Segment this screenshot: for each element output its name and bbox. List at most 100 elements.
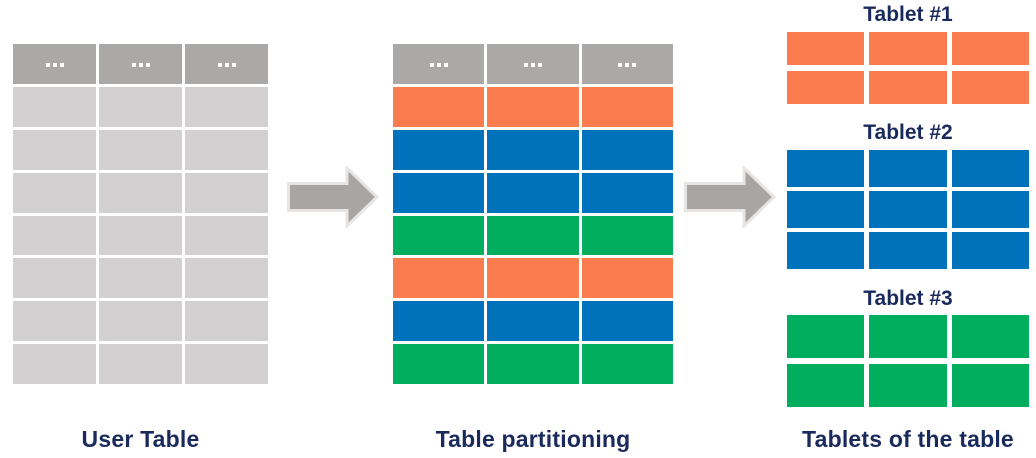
- ellipsis-dot: [138, 63, 143, 68]
- table-cell: [13, 301, 96, 342]
- tablet-cell: [787, 315, 865, 358]
- table-cell: [99, 129, 182, 170]
- ellipsis-dot: [145, 63, 150, 68]
- ellipsis-dot: [217, 63, 222, 68]
- tablet-table: [787, 150, 1029, 269]
- user-table-caption: User Table: [81, 426, 200, 452]
- tablet-cell: [787, 232, 865, 269]
- table-cell: [393, 344, 485, 384]
- ellipsis-icon: [217, 63, 236, 68]
- table-cell: [581, 301, 673, 342]
- table-cell: [185, 258, 268, 299]
- ellipsis-dot: [618, 63, 623, 68]
- tablet-title: Tablet #3: [863, 287, 953, 310]
- ellipsis-icon: [618, 63, 637, 68]
- ellipsis-dot: [443, 63, 448, 68]
- table-cell: [99, 344, 182, 384]
- table-cell: [185, 215, 268, 256]
- table-cell: [393, 301, 485, 342]
- ellipsis-dot: [625, 63, 630, 68]
- header-cell: [13, 44, 96, 84]
- tablet-cell: [787, 32, 865, 65]
- table-cell: [185, 129, 268, 170]
- ellipsis-dot: [52, 63, 57, 68]
- header-cell: [393, 44, 485, 84]
- table-cell: [581, 172, 673, 213]
- tablets-caption: Tablets of the table: [802, 426, 1014, 452]
- table-cell: [185, 86, 268, 127]
- table-cell: [487, 86, 579, 127]
- table-cell: [185, 172, 268, 213]
- table-cell: [487, 301, 579, 342]
- table-cell: [581, 258, 673, 299]
- user-table: [13, 44, 268, 384]
- ellipsis-icon: [131, 63, 150, 68]
- table-cell: [13, 172, 96, 213]
- tablet-cell: [869, 150, 947, 187]
- tablet-cell: [951, 315, 1029, 358]
- table-cell: [487, 344, 579, 384]
- table-cell: [581, 129, 673, 170]
- table-cell: [393, 215, 485, 256]
- ellipsis-dot: [530, 63, 535, 68]
- header-cell: [99, 44, 182, 84]
- right-arrow-icon: [287, 166, 379, 228]
- table-cell: [13, 215, 96, 256]
- table-cell: [581, 344, 673, 384]
- tablet-title: Tablet #1: [863, 3, 953, 26]
- table-cell: [99, 258, 182, 299]
- tablet-cell: [787, 191, 865, 228]
- tablet-cell: [951, 364, 1029, 407]
- partitioned-table-caption: Table partitioning: [435, 426, 631, 452]
- table-cell: [393, 129, 485, 170]
- ellipsis-dot: [45, 63, 50, 68]
- ellipsis-dot: [59, 63, 64, 68]
- tablet-cell: [787, 150, 865, 187]
- ellipsis-icon: [523, 63, 542, 68]
- table-cell: [185, 301, 268, 342]
- table-cell: [13, 129, 96, 170]
- table-cell: [99, 301, 182, 342]
- table-cell: [13, 344, 96, 384]
- table-cell: [393, 258, 485, 299]
- table-cell: [487, 129, 579, 170]
- table-cell: [13, 258, 96, 299]
- ellipsis-dot: [436, 63, 441, 68]
- ellipsis-dot: [537, 63, 542, 68]
- ellipsis-dot: [131, 63, 136, 68]
- partitioned-table: [393, 44, 673, 384]
- header-cell: [487, 44, 579, 84]
- table-cell: [581, 215, 673, 256]
- table-cell: [581, 86, 673, 127]
- table-cell: [99, 86, 182, 127]
- right-arrow-icon: [684, 166, 776, 228]
- ellipsis-icon: [429, 63, 448, 68]
- tablet-cell: [951, 191, 1029, 228]
- ellipsis-dot: [429, 63, 434, 68]
- ellipsis-dot: [632, 63, 637, 68]
- tablet-cell: [869, 191, 947, 228]
- tablets-group: Tablet #1 Tablet #2 Tablet #3: [787, 0, 1029, 458]
- table-cell: [487, 258, 579, 299]
- table-cell: [487, 172, 579, 213]
- tablet-title: Tablet #2: [863, 121, 953, 144]
- header-cell: [185, 44, 268, 84]
- table-cell: [185, 344, 268, 384]
- ellipsis-dot: [523, 63, 528, 68]
- table-cell: [487, 215, 579, 256]
- tablet-table: [787, 32, 1029, 104]
- tablet-cell: [869, 232, 947, 269]
- table-cell: [99, 172, 182, 213]
- tablet-cell: [951, 71, 1029, 104]
- tablet-cell: [869, 364, 947, 407]
- header-cell: [581, 44, 673, 84]
- tablet-cell: [869, 315, 947, 358]
- table-cell: [13, 86, 96, 127]
- table-cell: [99, 215, 182, 256]
- table-cell: [393, 172, 485, 213]
- tablet-cell: [951, 32, 1029, 65]
- tablet-cell: [787, 71, 865, 104]
- tablet-cell: [869, 71, 947, 104]
- ellipsis-icon: [45, 63, 64, 68]
